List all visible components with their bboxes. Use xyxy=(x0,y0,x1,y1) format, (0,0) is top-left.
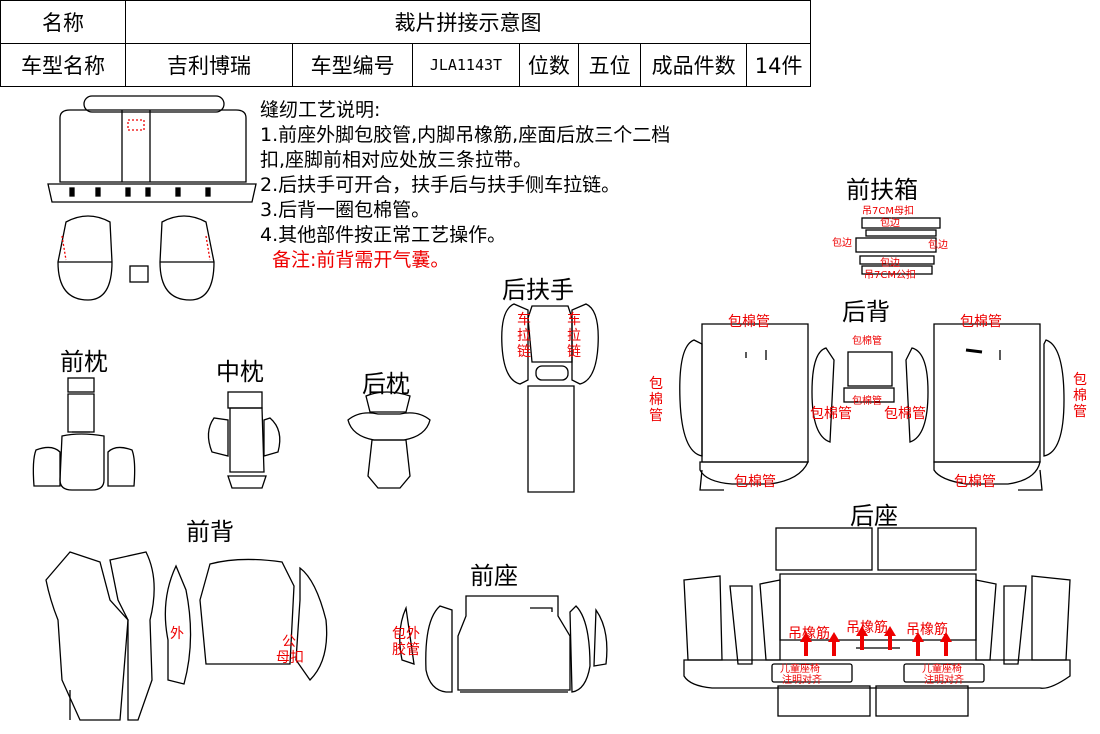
mark-rubber: 吊橡筋 xyxy=(788,626,830,642)
mark-box-bottom: 吊7CM公扣 xyxy=(864,270,916,281)
notes-title: 缝纫工艺说明: xyxy=(260,99,381,121)
model-name: 吉利博瑞 xyxy=(125,43,293,87)
mark-zip: 车拉链 xyxy=(567,312,581,360)
sewing-notes: 缝纫工艺说明: 1.前座外脚包胶管,内脚吊橡筋,座面后放三个二档 扣,座脚前相对… xyxy=(260,98,670,273)
mark-cotton: 包棉管 xyxy=(649,376,663,424)
mark-outer: 外 xyxy=(170,626,184,642)
model-code: JLA1143T xyxy=(412,43,520,87)
pieces-value: 14件 xyxy=(746,43,811,87)
mark-child-seat: 注明对齐 xyxy=(924,675,964,686)
mark-box-edge: 包边 xyxy=(928,240,948,251)
rear-headrest-pieces xyxy=(347,391,431,489)
rear-back-pieces xyxy=(679,323,1065,491)
mark-cotton: 包棉管 xyxy=(1073,372,1087,420)
rubber-arrows xyxy=(800,626,952,656)
notes-line: 1.前座外脚包胶管,内脚吊橡筋,座面后放三个二档 xyxy=(260,124,671,146)
mark-cotton: 包棉管 xyxy=(810,406,852,422)
mark-child-seat: 儿童座椅 xyxy=(780,664,820,675)
rear-seat-pieces xyxy=(683,527,1071,717)
seat-overview-thumbnail xyxy=(47,95,257,301)
mark-box-edge: 包边 xyxy=(880,218,900,229)
label-rear-back: 后背 xyxy=(842,298,890,326)
label-mid-headrest: 中枕 xyxy=(216,358,264,386)
mark-cotton: 包棉管 xyxy=(852,336,882,347)
mark-cotton: 包棉管 xyxy=(734,474,776,490)
header-table: 名称 裁片拼接示意图 车型名称 吉利博瑞 车型编号 JLA1143T 位数 五位… xyxy=(0,0,811,87)
mark-child-seat: 儿童座椅 xyxy=(922,664,962,675)
mark-cotton: 包棉管 xyxy=(728,314,770,330)
notes-remark: 备注:前背需开气囊。 xyxy=(272,249,450,271)
mark-cotton: 包棉管 xyxy=(884,406,926,422)
mark-box-top: 吊7CM母扣 xyxy=(862,206,914,217)
mark-female: 母扣 xyxy=(276,650,304,666)
notes-line: 4.其他部件按正常工艺操作。 xyxy=(260,224,507,246)
mark-rubber: 吊橡筋 xyxy=(846,620,888,636)
front-seat-pieces xyxy=(399,595,608,693)
front-headrest-pieces xyxy=(32,377,136,491)
notes-line: 扣,座脚前相对应处放三条拉带。 xyxy=(260,149,533,171)
name-label: 名称 xyxy=(0,0,126,44)
model-name-label: 车型名称 xyxy=(0,43,126,87)
label-rear-seat: 后座 xyxy=(850,502,898,530)
label-front-back: 前背 xyxy=(186,518,234,546)
mark-rubber: 吊橡筋 xyxy=(906,622,948,638)
mid-headrest-pieces xyxy=(207,391,281,489)
rear-armrest-pieces xyxy=(501,303,599,493)
mark-box-edge: 包边 xyxy=(880,258,900,269)
front-back-pieces xyxy=(45,551,328,721)
mark-box-edge: 包边 xyxy=(832,238,852,249)
page-title: 裁片拼接示意图 xyxy=(125,0,811,44)
model-code-label: 车型编号 xyxy=(291,43,414,87)
mark-male: 公 xyxy=(282,634,296,650)
notes-line: 3.后背一圈包棉管。 xyxy=(260,199,431,221)
label-rear-armrest: 后扶手 xyxy=(502,276,574,304)
mark-cotton: 包棉管 xyxy=(960,314,1002,330)
label-front-seat: 前座 xyxy=(470,562,518,590)
label-front-box: 前扶箱 xyxy=(846,176,918,204)
digits-label: 位数 xyxy=(518,43,580,87)
mark-zip: 车拉链 xyxy=(517,312,531,360)
notes-line: 2.后扶手可开合，扶手后与扶手侧车拉链。 xyxy=(260,174,621,196)
mark-cotton: 包棉管 xyxy=(852,396,882,407)
mark-cotton: 包棉管 xyxy=(954,474,996,490)
mark-child-seat: 注明对齐 xyxy=(782,675,822,686)
label-rear-headrest: 后枕 xyxy=(362,370,410,398)
pieces-label: 成品件数 xyxy=(639,43,748,87)
mark-seat-wrap: 包外胶管 xyxy=(392,626,420,658)
label-front-headrest: 前枕 xyxy=(60,348,108,376)
front-box-pieces xyxy=(855,217,941,275)
